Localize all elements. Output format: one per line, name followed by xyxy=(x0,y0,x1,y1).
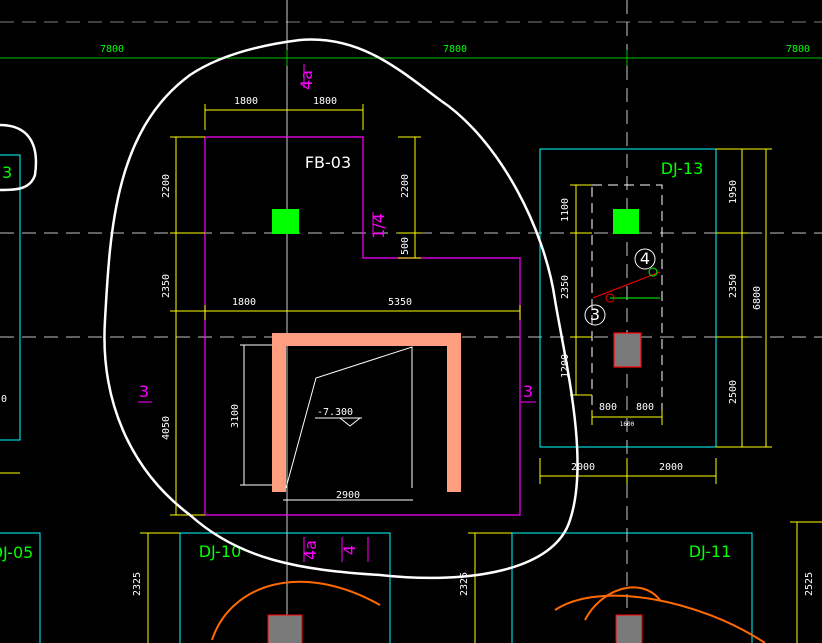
dj13-dim-2350-inner: 2350 xyxy=(560,275,571,299)
fb03-title: FB-03 xyxy=(305,153,351,172)
dj13-dim-800-left: 800 xyxy=(599,402,617,413)
top-dim-label-1: 7800 xyxy=(100,44,124,55)
dj13-dim-6800: 6800 xyxy=(752,286,763,310)
left-partial-label: 3 xyxy=(2,163,12,182)
orange-markup-left xyxy=(211,580,381,641)
dim-2325-b: 2325 xyxy=(459,572,470,596)
bottom-foundations[interactable]: DJ-10 DJ-11 2325 2325 2525 xyxy=(132,521,822,643)
dj13-dim-800-right: 800 xyxy=(636,402,654,413)
elevation-label: -7.300 xyxy=(317,407,353,418)
dj13-dim-2000-left: 2000 xyxy=(571,462,595,473)
dj13-dim-1200: 1200 xyxy=(560,354,571,378)
fb03-dim-left-mid: 2350 xyxy=(161,274,172,298)
axis-tag-3-left: 3 xyxy=(139,382,149,401)
axis-circle-4-label: 4 xyxy=(640,249,650,268)
pit-width-label: 2900 xyxy=(336,490,360,501)
dj11-outline xyxy=(511,532,753,643)
fb03-dim-mid-right: 5350 xyxy=(388,297,412,308)
axis-tag-1-4: 1/4 xyxy=(369,213,388,239)
dj13-dim-1100: 1100 xyxy=(560,198,571,222)
axis-tag-4-bottom: 4 xyxy=(340,545,359,555)
review-cloud-left xyxy=(0,123,38,192)
top-dimension-line: 7800 7800 7800 xyxy=(0,21,822,66)
fb03-dim-top-right: 1800 xyxy=(313,96,337,107)
axis-circle-4 xyxy=(634,248,656,270)
axis-tag-4a-bottom: 4a xyxy=(301,540,320,560)
dj13-outline xyxy=(539,148,717,448)
dj13-dim-2000-right: 2000 xyxy=(659,462,683,473)
dj13-dim-2350: 2350 xyxy=(728,274,739,298)
dim-2525: 2525 xyxy=(804,572,815,596)
fb03-dim-right-upper: 2200 xyxy=(400,174,411,198)
dj10-outline xyxy=(179,532,391,643)
dj13-column xyxy=(613,332,642,368)
dj13-foundation[interactable]: DJ-13 4 3 xyxy=(539,148,772,484)
axis-circle-3 xyxy=(584,304,606,326)
dj10-title: DJ-10 xyxy=(199,542,242,561)
dj13-dimension-lines xyxy=(539,148,772,484)
fb03-dimension-lines xyxy=(170,104,521,516)
fb03-foundation[interactable]: FB-03 3100 2900 -7.300 xyxy=(161,96,521,516)
fb03-dim-left-lower: 4050 xyxy=(161,416,172,440)
fb03-dim-top-left: 1800 xyxy=(234,96,258,107)
orange-markup-right xyxy=(554,594,766,643)
fb03-column-marker xyxy=(272,209,299,234)
dim-2325-a: 2325 xyxy=(132,572,143,596)
fb03-dim-mid-left: 1800 xyxy=(232,297,256,308)
dj05-title: DJ-05 xyxy=(0,543,33,562)
dj11-title: DJ-11 xyxy=(689,542,732,561)
left-partial-dim: 0 xyxy=(1,394,7,405)
fb03-dim-right-500: 500 xyxy=(400,237,411,255)
fb03-dim-left-upper: 2200 xyxy=(161,174,172,198)
review-cloud-markup xyxy=(103,38,579,580)
top-dim-label-2: 7800 xyxy=(443,44,467,55)
top-dim-label-3: 7800 xyxy=(786,44,810,55)
left-partial-outline xyxy=(0,154,21,441)
dj10-column xyxy=(267,614,303,643)
left-partial-foundation[interactable]: 3 0 DJ-05 xyxy=(0,154,41,643)
dj13-column-marker xyxy=(613,209,639,234)
elevation-marker xyxy=(339,417,361,427)
dj13-dim-2500: 2500 xyxy=(728,380,739,404)
dj13-dim-1600: 1600 xyxy=(620,421,635,428)
pit-slope-line xyxy=(285,346,413,489)
dj13-title: DJ-13 xyxy=(661,159,704,178)
dj13-dim-1950: 1950 xyxy=(728,180,739,204)
axis-tag-3-right: 3 xyxy=(523,382,533,401)
dj11-column xyxy=(615,614,643,643)
axis-tags: 4a 1/4 3 3 4a 4 xyxy=(138,64,536,562)
axis-tag-4a-top: 4a xyxy=(297,70,316,90)
dj05-outline xyxy=(0,532,41,643)
pit-height-label: 3100 xyxy=(230,404,241,428)
axis-circle-3-label: 3 xyxy=(590,305,600,324)
